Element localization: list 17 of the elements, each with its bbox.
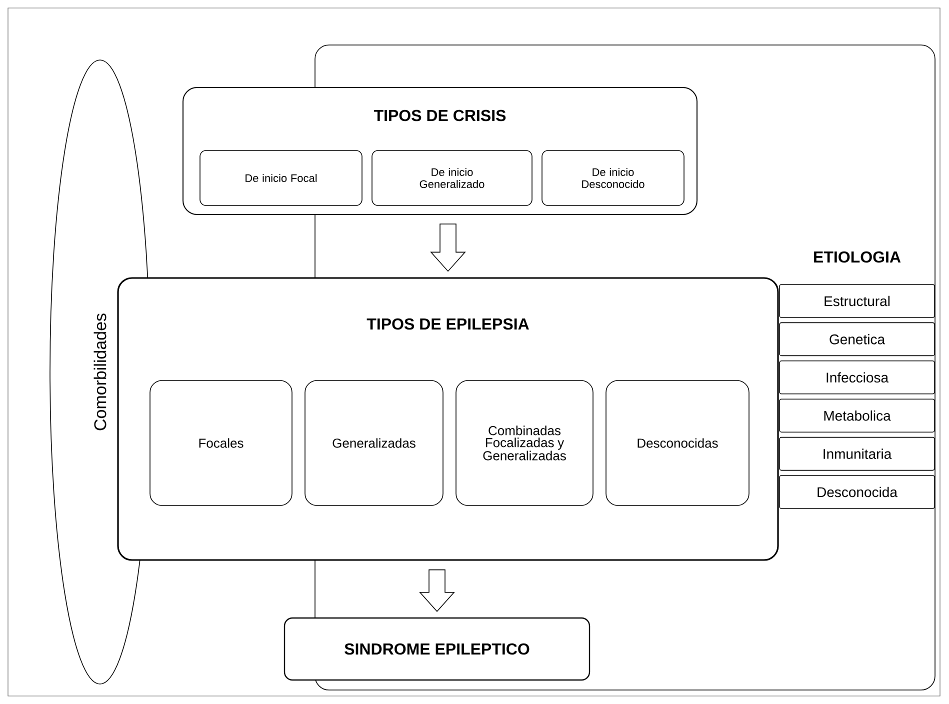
category-box: Desconocida bbox=[779, 475, 935, 509]
type-box: Desconocidas bbox=[606, 380, 750, 506]
category-box: Inmunitaria bbox=[779, 436, 935, 471]
hollow-arrow bbox=[430, 224, 466, 272]
type-box: Combinadas Focalizadas y Generalizadas bbox=[456, 380, 594, 506]
type-box: Generalizadas bbox=[304, 380, 444, 506]
type-box: De inicio Focal bbox=[200, 150, 362, 206]
category-box: Genetica bbox=[779, 322, 935, 356]
category-box: Infecciosa bbox=[779, 360, 935, 394]
hollow-arrow bbox=[419, 569, 455, 612]
panel-title: ETIOLOGIA bbox=[814, 251, 901, 263]
type-box: De inicio Desconocido bbox=[542, 150, 684, 206]
category-box: Metabolica bbox=[779, 398, 935, 432]
type-box: De inicio Generalizado bbox=[372, 150, 532, 206]
category-box: Estructural bbox=[779, 284, 935, 318]
type-box: Focales bbox=[150, 380, 292, 506]
result-box: SINDROME EPILEPTICO bbox=[284, 617, 590, 681]
